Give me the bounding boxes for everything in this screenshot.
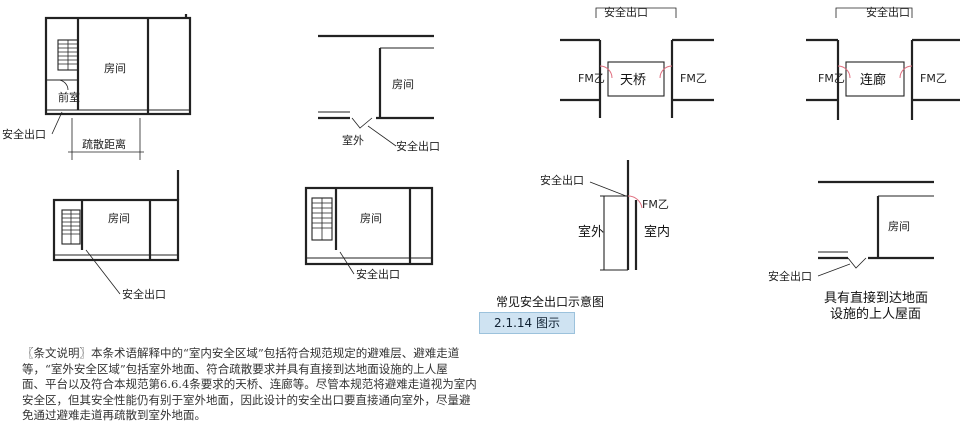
note-line: 〖条文说明〗本条术语解释中的“室内安全区域”包括符合规范规定的避难层、避难走道	[22, 346, 460, 360]
indoor-label: 室内	[644, 224, 670, 240]
room-label-5: 房间	[888, 220, 910, 233]
roof-label-2: 设施的上人屋面	[830, 306, 921, 322]
note-line: 等，“室外安全区域”包括室外地面、符合疏散要求并具有直接到达地面设施的上人屋	[22, 361, 448, 376]
diagram-door: 安全出口 FM乙 室外 室内	[540, 160, 670, 271]
stair-lines-3	[312, 198, 332, 240]
exit-label-4: 安全出口	[866, 5, 910, 19]
bridge-label: 天桥	[620, 73, 646, 88]
diagram-corridor: 安全出口 连廊 FM乙 FM乙	[806, 5, 960, 120]
room-label-1: 房间	[104, 62, 126, 75]
evac-distance-label: 疏散距离	[82, 137, 126, 151]
figure-caption: 常见安全出口示意图	[496, 295, 605, 309]
exit-label-5: 安全出口	[122, 287, 166, 301]
note-line: 面、平台以及符合本规范第6.6.4条要求的天桥、连廊等。尽管本规范将避难走道视为…	[22, 377, 477, 391]
exit-label-2: 安全出口	[396, 139, 440, 153]
corridor-label: 连廊	[860, 72, 886, 88]
room-label-2: 房间	[392, 78, 414, 91]
roof-label-1: 具有直接到达地面	[824, 290, 928, 306]
diagram-front-room: 前室 房间 安全出口 疏散距离	[2, 14, 192, 160]
diagram-outdoor-exit: 房间 室外 安全出口	[318, 34, 440, 153]
fm-label-5: FM乙	[642, 198, 669, 211]
fm-label-4: FM乙	[920, 72, 947, 85]
exit-label-8: 安全出口	[768, 269, 812, 283]
outdoor-label-1: 室外	[342, 133, 364, 147]
front-room-label: 前室	[58, 90, 80, 104]
exit-label-1: 安全出口	[2, 127, 46, 141]
note-line: 安全区，但其安全性能仍有别于室外地面，因此设计的安全出口要直接通向室外，尽量避	[22, 392, 471, 407]
outdoor-label-2: 室外	[578, 224, 604, 240]
exit-label-7: 安全出口	[540, 173, 584, 187]
room-label-4: 房间	[360, 212, 382, 225]
figure-number-badge: 2.1.14 图示	[479, 312, 575, 334]
stair-lines-2	[62, 210, 80, 244]
stair-lines	[58, 40, 78, 70]
diagram-stair-room-2: 房间 安全出口	[304, 186, 434, 281]
exit-label-3: 安全出口	[604, 5, 648, 19]
diagram-rooftop: 房间 安全出口 具有直接到达地面 设施的上人屋面	[768, 180, 934, 322]
exit-label-6: 安全出口	[356, 267, 400, 281]
fm-label-1: FM乙	[578, 72, 605, 85]
fm-label-3: FM乙	[818, 72, 845, 85]
diagram-bridge: 安全出口 天桥 FM乙 FM乙	[560, 5, 714, 118]
room-label-3: 房间	[108, 212, 130, 225]
note-line: 免通过避难走道再疏散到室外地面。	[22, 408, 206, 422]
diagram-stair-room: 房间 安全出口	[52, 170, 180, 301]
fm-label-2: FM乙	[680, 72, 707, 85]
commentary-note: 〖条文说明〗本条术语解释中的“室内安全区域”包括符合规范规定的避难层、避难走道 …	[22, 346, 502, 424]
